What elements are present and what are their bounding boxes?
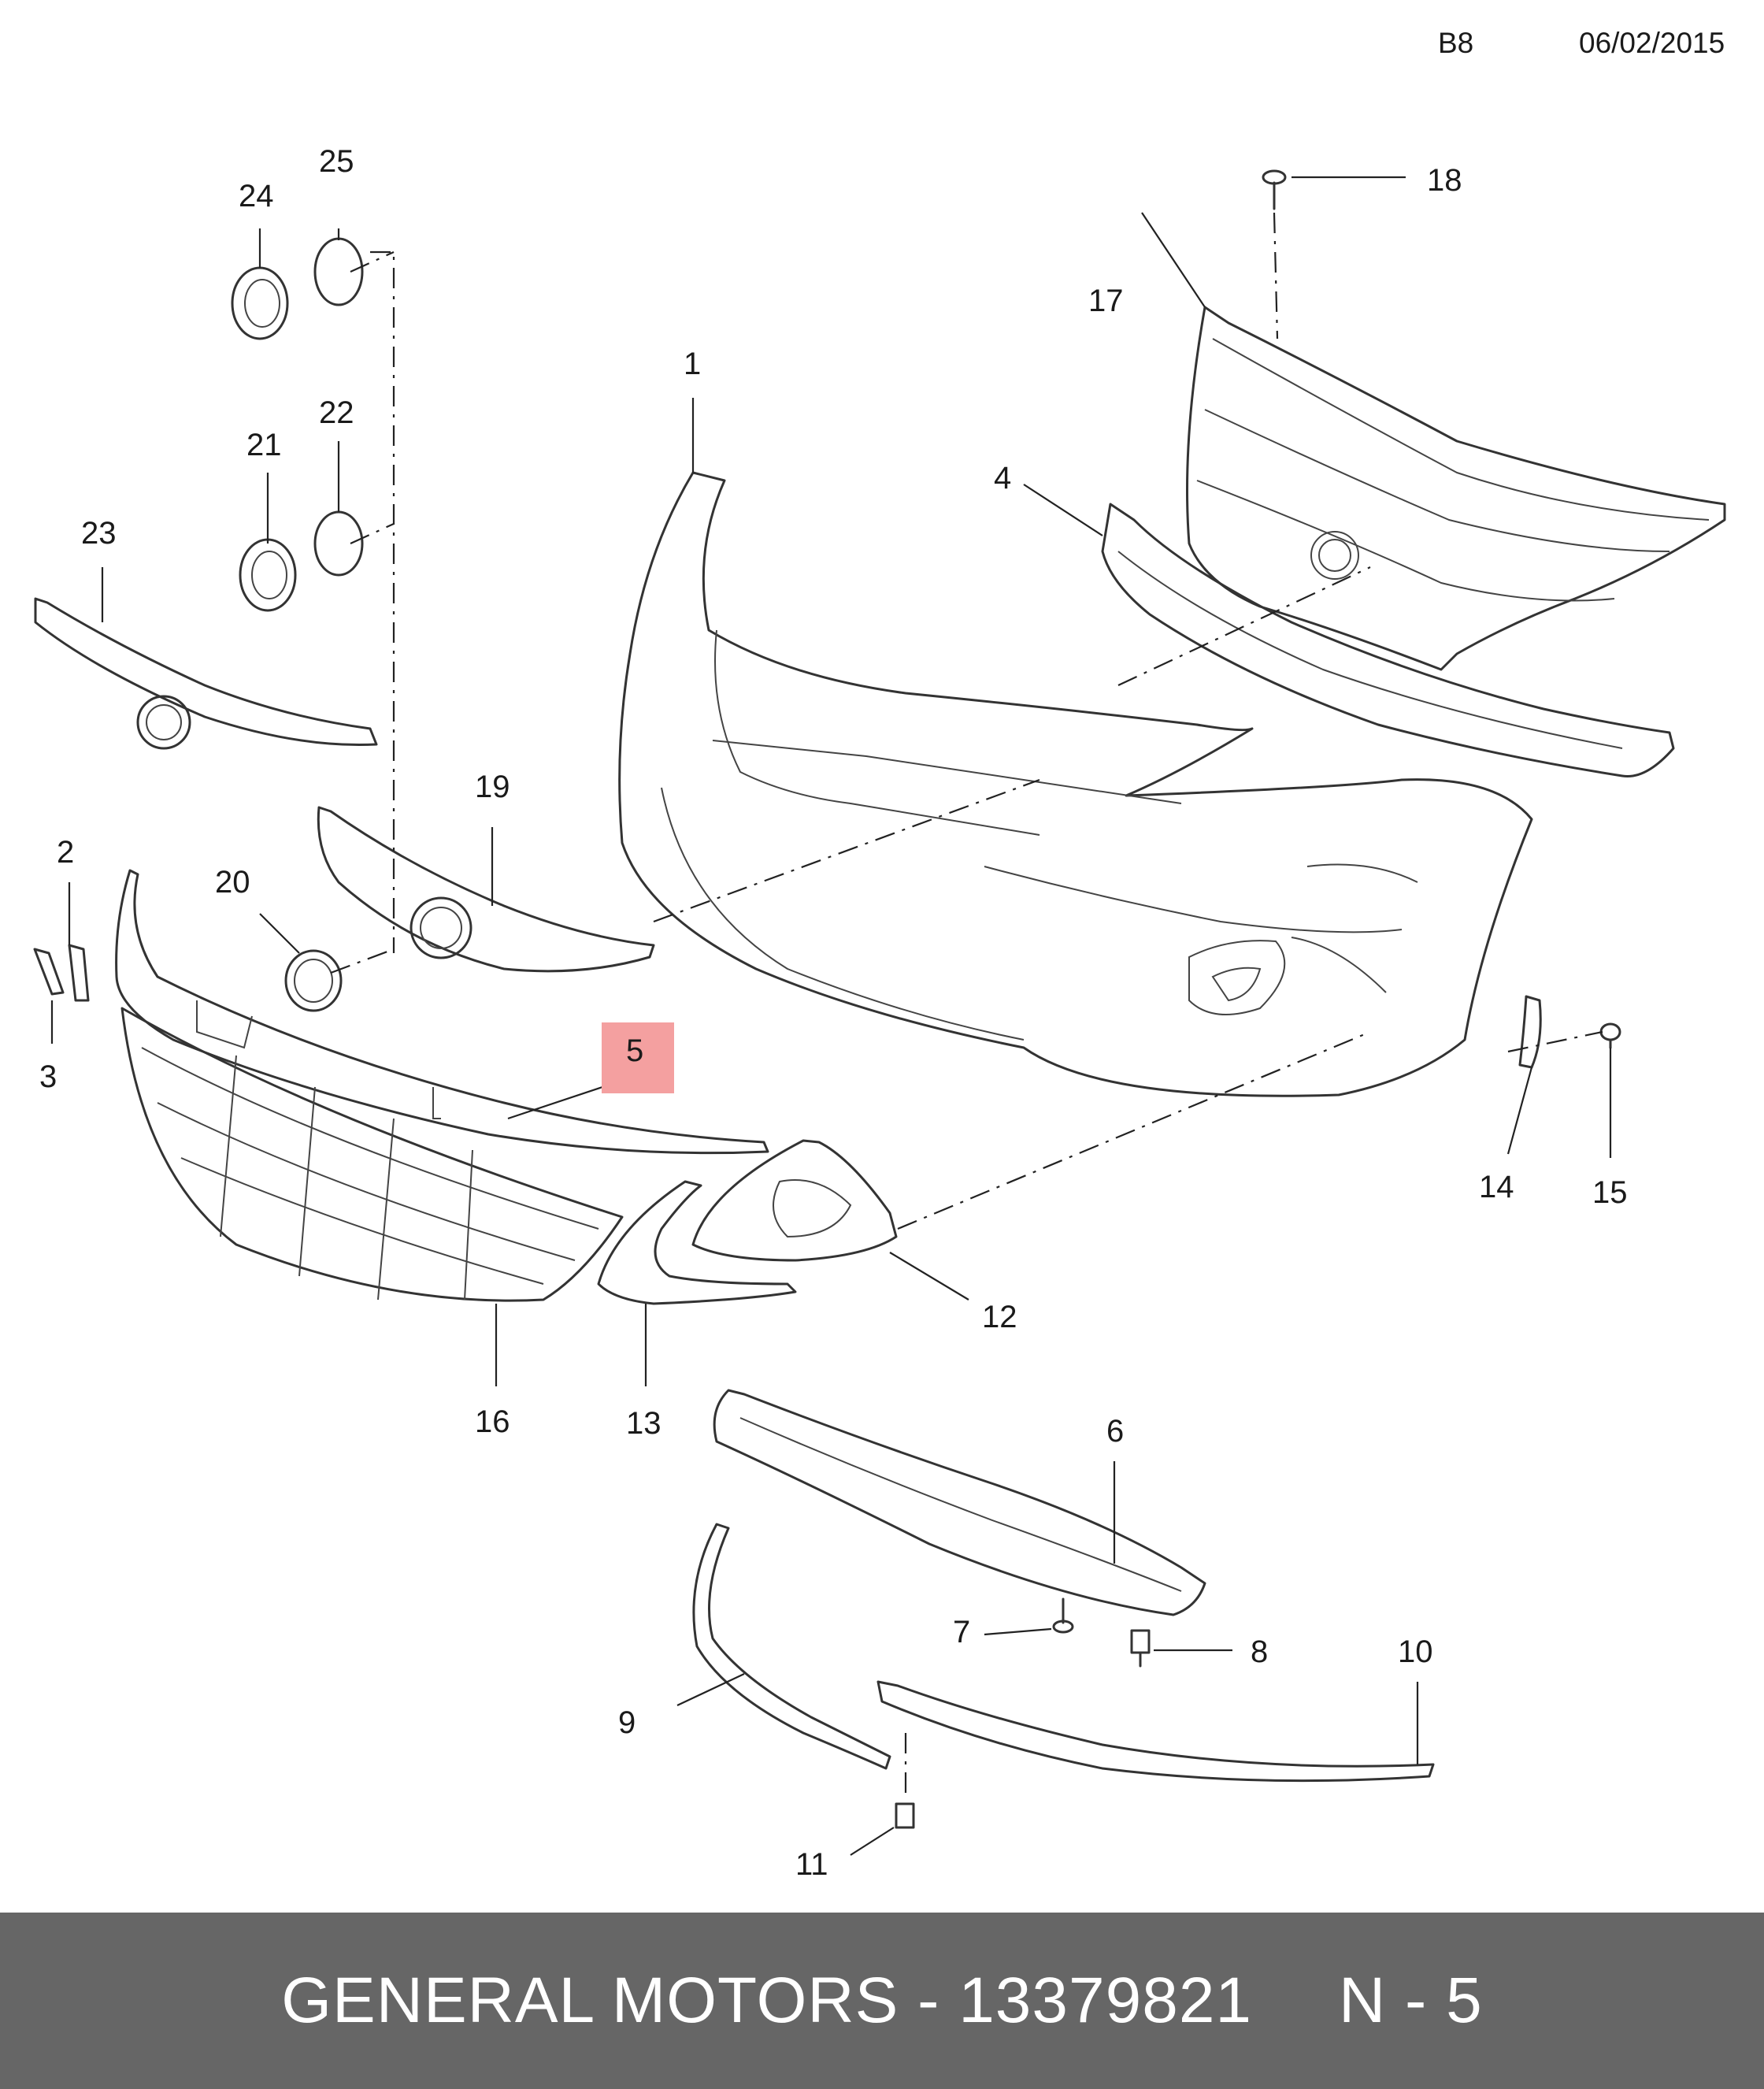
callout-5: 5 bbox=[626, 1033, 643, 1068]
callout-20: 20 bbox=[215, 865, 250, 900]
callout-16: 16 bbox=[475, 1404, 510, 1439]
bracket-part-2 bbox=[68, 944, 90, 1002]
upper-grille-trim-part-23 bbox=[34, 597, 378, 750]
bumper-cover-part-1 bbox=[618, 471, 1533, 1097]
footer-part-number: 13379821 bbox=[958, 1965, 1253, 2036]
parts-diagram: 1 2 3 4 5 6 7 8 9 10 11 12 13 14 15 16 1… bbox=[33, 144, 1726, 1882]
clip-part-18 bbox=[1262, 169, 1287, 340]
clip-part-15 bbox=[1599, 1022, 1621, 1049]
footer-separator: - bbox=[917, 1965, 940, 2036]
callout-23: 23 bbox=[81, 516, 117, 551]
energy-absorber-part-4 bbox=[1101, 503, 1675, 778]
footer-banner: GENERAL MOTORS - 13379821 N - 5 bbox=[0, 1913, 1764, 2089]
emblem-part-21 bbox=[239, 538, 297, 612]
callout-3: 3 bbox=[39, 1059, 57, 1094]
lower-spoiler-right-part-10 bbox=[876, 1680, 1435, 1783]
callout-21: 21 bbox=[246, 428, 282, 462]
lower-grille-part-16 bbox=[120, 1007, 624, 1302]
footer-reference: N - 5 bbox=[1339, 1965, 1483, 2036]
callout-4: 4 bbox=[994, 461, 1011, 495]
fog-bezel-part-12 bbox=[691, 1139, 898, 1262]
grille-part-19 bbox=[317, 806, 655, 973]
callout-15: 15 bbox=[1592, 1175, 1628, 1210]
emblem-part-20 bbox=[284, 949, 343, 1012]
callout-1: 1 bbox=[684, 347, 701, 381]
callout-7: 7 bbox=[953, 1615, 970, 1649]
callout-12: 12 bbox=[982, 1300, 1017, 1334]
bolt-part-11 bbox=[895, 1733, 915, 1829]
callout-6: 6 bbox=[1106, 1414, 1124, 1449]
emblem-part-24 bbox=[231, 266, 289, 340]
bracket-part-3 bbox=[33, 948, 65, 996]
diagram-date: 06/02/2015 bbox=[1579, 27, 1725, 59]
side-bracket-part-14 bbox=[1518, 995, 1542, 1069]
callout-14: 14 bbox=[1479, 1170, 1514, 1204]
callout-17: 17 bbox=[1088, 284, 1124, 318]
highlight-part-5 bbox=[602, 1022, 674, 1093]
callout-18: 18 bbox=[1427, 163, 1462, 198]
fog-trim-part-13 bbox=[597, 1180, 797, 1305]
callout-8: 8 bbox=[1251, 1634, 1268, 1669]
grille-support-part-17 bbox=[1186, 306, 1726, 671]
callout-22: 22 bbox=[319, 395, 354, 430]
callout-25: 25 bbox=[319, 144, 354, 179]
leader-lines bbox=[50, 176, 1612, 1856]
bolt-part-8 bbox=[1130, 1629, 1151, 1668]
emblem-base-part-25 bbox=[313, 237, 364, 306]
lower-spoiler-left-part-9 bbox=[692, 1523, 891, 1770]
callout-11: 11 bbox=[795, 1847, 828, 1882]
screw-part-7 bbox=[1052, 1597, 1074, 1634]
sheet-code: B8 bbox=[1438, 27, 1474, 59]
callout-19: 19 bbox=[475, 770, 510, 804]
callout-labels: 1 2 3 4 5 6 7 8 9 10 11 12 13 14 15 16 1… bbox=[39, 144, 1628, 1882]
deflector-part-6 bbox=[713, 1389, 1206, 1616]
callout-2: 2 bbox=[57, 835, 74, 870]
assembly-lines bbox=[330, 250, 1603, 1230]
callout-10: 10 bbox=[1398, 1634, 1433, 1669]
emblem-base-part-22 bbox=[313, 510, 364, 577]
callout-9: 9 bbox=[618, 1705, 636, 1740]
callout-24: 24 bbox=[239, 179, 274, 213]
footer-brand: GENERAL MOTORS bbox=[281, 1965, 899, 2036]
callout-13: 13 bbox=[626, 1406, 662, 1441]
lower-molding-part-5 bbox=[115, 869, 769, 1155]
